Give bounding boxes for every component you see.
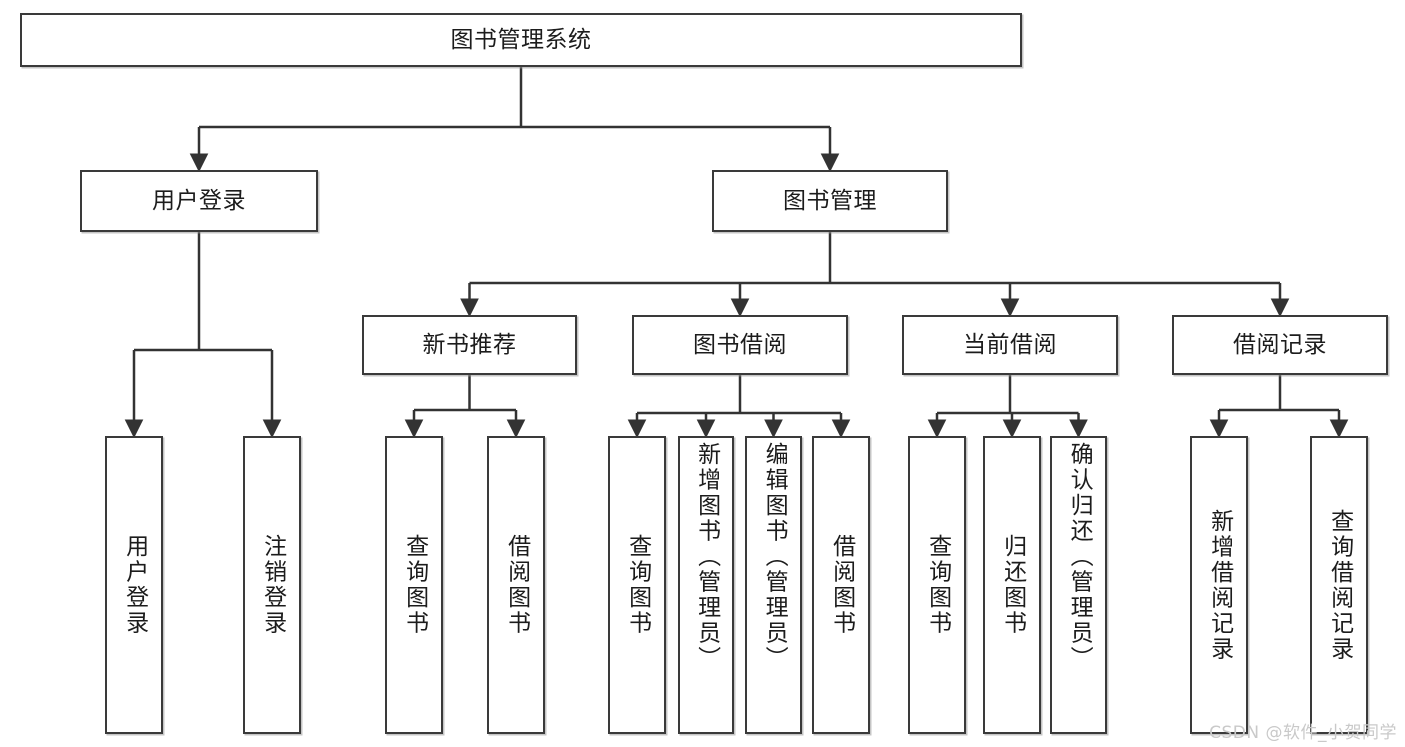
node-label: 借阅记录 [1233, 331, 1327, 358]
node-borrow-record[interactable]: 借阅记录 [1172, 315, 1388, 375]
node-label: 用户登录 [121, 534, 148, 636]
node-label: 查询图书 [924, 534, 951, 636]
node-leaf-logout[interactable]: 注销登录 [243, 436, 301, 734]
node-leaf-br-add[interactable]: 新增借阅记录 [1190, 436, 1248, 734]
node-label: 图书管理系统 [450, 26, 592, 53]
node-label: 注销登录 [259, 534, 286, 636]
node-leaf-br-query[interactable]: 查询借阅记录 [1310, 436, 1368, 734]
edge-paths [124, 67, 1349, 439]
node-user-login[interactable]: 用户登录 [80, 170, 318, 232]
node-leaf-cb-return[interactable]: 归还图书 [983, 436, 1041, 734]
node-leaf-bb-borrow[interactable]: 借阅图书 [812, 436, 870, 734]
node-label: 归还图书 [999, 534, 1026, 636]
node-label: 确认归还（管理员） [1066, 442, 1093, 672]
node-label: 编辑图书（管理员） [761, 442, 788, 672]
node-leaf-bb-add[interactable]: 新增图书（管理员） [678, 436, 734, 734]
node-leaf-bb-query[interactable]: 查询图书 [608, 436, 666, 734]
node-label: 当前借阅 [963, 331, 1057, 358]
node-leaf-rec-borrow[interactable]: 借阅图书 [487, 436, 545, 734]
node-leaf-cb-confirm[interactable]: 确认归还（管理员） [1050, 436, 1107, 734]
node-book-manage[interactable]: 图书管理 [712, 170, 948, 232]
node-label: 借阅图书 [828, 534, 855, 636]
node-label: 查询借阅记录 [1326, 508, 1353, 662]
node-leaf-cb-query[interactable]: 查询图书 [908, 436, 966, 734]
watermark-label: CSDN @软件_小贺同学 [1209, 723, 1397, 743]
node-label: 新增图书（管理员） [693, 442, 720, 672]
node-current-borrow[interactable]: 当前借阅 [902, 315, 1118, 375]
node-new-book-rec[interactable]: 新书推荐 [362, 315, 577, 375]
node-label: 新增借阅记录 [1206, 508, 1233, 662]
node-label: 图书借阅 [693, 331, 787, 358]
node-label: 图书管理 [783, 187, 877, 214]
node-label: 新书推荐 [422, 331, 517, 358]
node-root[interactable]: 图书管理系统 [20, 13, 1022, 67]
node-label: 查询图书 [624, 534, 651, 636]
node-label: 用户登录 [152, 187, 246, 214]
node-leaf-user-login[interactable]: 用户登录 [105, 436, 163, 734]
node-leaf-rec-query[interactable]: 查询图书 [385, 436, 443, 734]
node-label: 查询图书 [401, 534, 428, 636]
node-leaf-bb-edit[interactable]: 编辑图书（管理员） [745, 436, 802, 734]
node-label: 借阅图书 [503, 534, 530, 636]
node-book-borrow[interactable]: 图书借阅 [632, 315, 848, 375]
